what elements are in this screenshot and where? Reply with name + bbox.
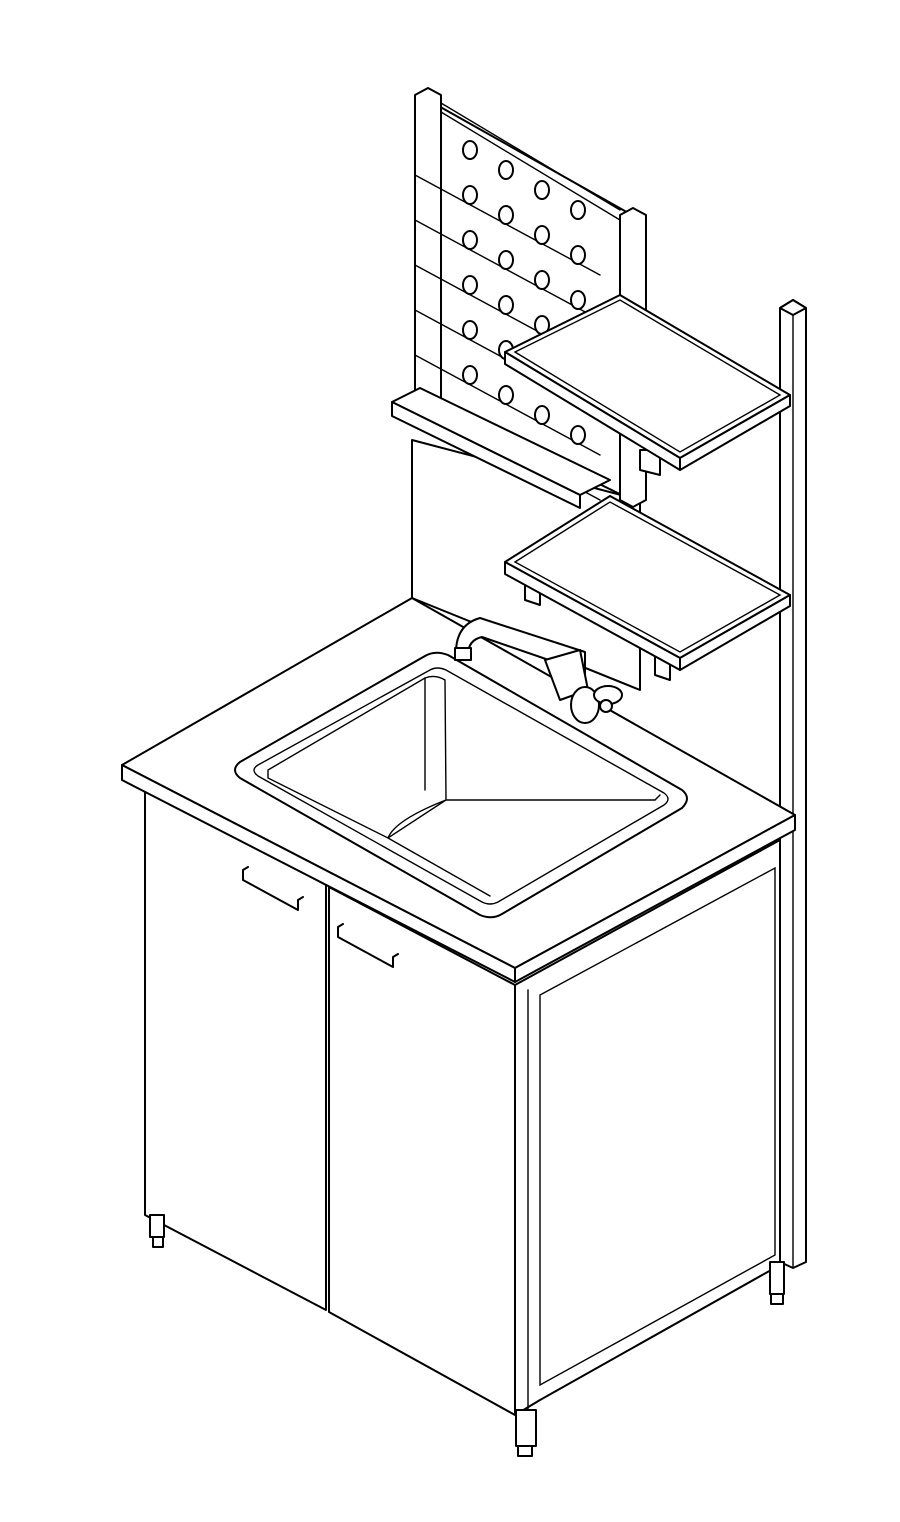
peg — [498, 385, 514, 405]
peg — [534, 405, 550, 425]
peg-rod — [414, 219, 601, 321]
peg — [534, 180, 550, 200]
peg — [570, 245, 586, 265]
peg — [462, 275, 478, 295]
peg — [462, 140, 478, 160]
peg — [498, 205, 514, 225]
peg-rod — [414, 354, 601, 456]
upper-shelf — [504, 294, 791, 476]
peg — [462, 320, 478, 340]
left-door-handle[interactable] — [242, 866, 304, 911]
peg — [462, 185, 478, 205]
lower-shelf — [504, 495, 791, 681]
peg — [534, 225, 550, 245]
peg — [570, 425, 586, 445]
peg — [498, 295, 514, 315]
peg — [462, 365, 478, 385]
peg — [498, 160, 514, 180]
peg — [570, 200, 586, 220]
peg — [534, 270, 550, 290]
right-post — [779, 299, 807, 1269]
faucet-knob[interactable] — [570, 686, 600, 724]
right-door-handle[interactable] — [337, 923, 399, 968]
cabinet-body — [144, 784, 781, 1416]
peg — [462, 230, 478, 250]
faucet[interactable] — [454, 617, 623, 724]
sink-basin — [234, 651, 688, 919]
legs — [149, 1214, 785, 1457]
peg — [570, 290, 586, 310]
peg — [498, 250, 514, 270]
peg-rod — [414, 174, 601, 276]
